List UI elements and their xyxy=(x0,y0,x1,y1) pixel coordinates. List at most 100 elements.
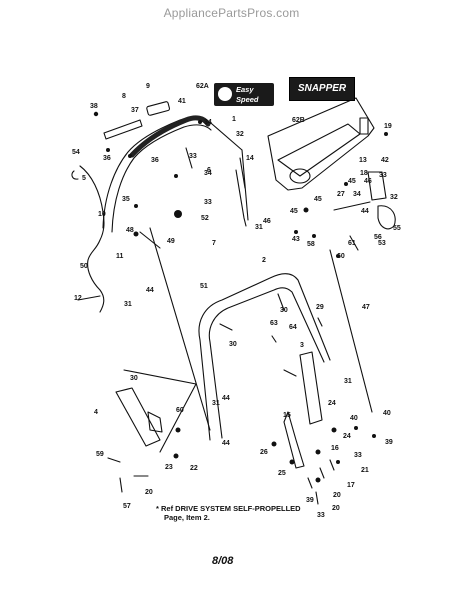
callout-33: 33 xyxy=(379,172,387,179)
callout-43: 43 xyxy=(292,236,300,243)
callout-57: 57 xyxy=(123,503,131,510)
callout-53: 53 xyxy=(378,240,386,247)
bolt-30c xyxy=(283,369,297,377)
callout-59: 59 xyxy=(96,451,104,458)
callout-8: 8 xyxy=(122,93,126,100)
bolt-12 xyxy=(77,295,101,301)
callout-30: 30 xyxy=(280,307,288,314)
callout-36: 36 xyxy=(151,157,159,164)
reference-note-line2: Page, Item 2. xyxy=(164,513,210,522)
handle-cap xyxy=(146,101,171,116)
control-console xyxy=(267,97,375,191)
rod-14 xyxy=(239,157,246,189)
bolt-20b xyxy=(319,467,325,479)
lever-27 xyxy=(333,201,371,211)
callout-44: 44 xyxy=(146,287,154,294)
callout-42: 42 xyxy=(381,157,389,164)
callout-33: 33 xyxy=(204,199,212,206)
nut-43 xyxy=(294,230,298,234)
callout-60: 60 xyxy=(337,253,345,260)
callout-45: 45 xyxy=(314,196,322,203)
easy-speed-logo-icon xyxy=(218,87,232,101)
upper-handle xyxy=(102,116,243,233)
bolt-17 xyxy=(329,459,335,471)
callout-40: 40 xyxy=(350,415,358,422)
callout-51: 51 xyxy=(200,283,208,290)
callout-44: 44 xyxy=(222,440,230,447)
callout-45: 45 xyxy=(290,208,298,215)
handle-bracket-3 xyxy=(299,351,323,425)
callout-34: 34 xyxy=(353,191,361,198)
bolt-29 xyxy=(317,317,323,327)
callout-27: 27 xyxy=(337,191,345,198)
callout-3: 3 xyxy=(300,342,304,349)
callout-44: 44 xyxy=(222,395,230,402)
callout-26: 26 xyxy=(260,449,268,456)
callout-29: 29 xyxy=(316,304,324,311)
bolt-30b xyxy=(219,323,233,331)
lower-handle xyxy=(198,273,331,441)
nut-24 xyxy=(331,427,337,433)
callout-13: 13 xyxy=(359,157,367,164)
bracket-23 xyxy=(147,411,163,433)
callout-32: 32 xyxy=(236,131,244,138)
callout-7: 7 xyxy=(212,240,216,247)
callout-17: 17 xyxy=(347,482,355,489)
callout-4: 4 xyxy=(94,409,98,416)
callout-16: 16 xyxy=(331,445,339,452)
nut-22 xyxy=(173,453,179,459)
callout-49: 49 xyxy=(167,238,175,245)
bracket-4b xyxy=(123,369,197,453)
badge-easy-line2: Speed xyxy=(236,95,259,104)
nut-36b xyxy=(128,154,132,158)
callout-52: 52 xyxy=(201,215,209,222)
callout-54: 54 xyxy=(72,149,80,156)
nut-38 xyxy=(93,111,99,117)
nut-48 xyxy=(133,231,139,237)
callout-31: 31 xyxy=(124,301,132,308)
bracket-13 xyxy=(367,171,387,201)
nut-36a xyxy=(106,148,110,152)
callout-24: 24 xyxy=(328,400,336,407)
badge-easy-line1: Easy xyxy=(236,85,254,94)
callout-9: 9 xyxy=(146,83,150,90)
bolt-33-bottom xyxy=(315,491,319,505)
callout-6: 6 xyxy=(207,167,211,174)
nut-40 xyxy=(354,426,358,430)
callout-35: 35 xyxy=(122,196,130,203)
nut-45a xyxy=(303,207,309,213)
callout-31: 31 xyxy=(255,224,263,231)
callout-20: 20 xyxy=(145,489,153,496)
nut-16 xyxy=(315,449,321,455)
callout-20: 20 xyxy=(333,492,341,499)
callout-19: 19 xyxy=(384,123,392,130)
nut-60a xyxy=(336,254,340,258)
handle-grip xyxy=(129,115,211,158)
callout-24: 24 xyxy=(343,433,351,440)
rod-49 xyxy=(139,231,161,249)
callout-47: 47 xyxy=(362,304,370,311)
reference-note-line1: * Ref DRIVE SYSTEM SELF-PROPELLED xyxy=(156,504,301,513)
callout-55: 55 xyxy=(393,225,401,232)
callout-38: 38 xyxy=(90,103,98,110)
nut-34b xyxy=(174,174,178,178)
callout-34: 34 xyxy=(204,170,212,177)
callout-30: 30 xyxy=(130,375,138,382)
callout-34: 34 xyxy=(204,119,212,126)
lever-55 xyxy=(377,205,396,230)
bolt-59 xyxy=(107,457,121,463)
callout-20: 20 xyxy=(332,505,340,512)
callout-11: 11 xyxy=(116,253,124,260)
cable-loop-54 xyxy=(71,170,79,180)
control-cable xyxy=(79,165,105,313)
nut-58 xyxy=(312,234,316,238)
callout-36: 36 xyxy=(103,155,111,162)
nut-20a xyxy=(289,459,295,465)
rod-6 xyxy=(185,147,193,169)
rod-51 xyxy=(149,227,211,431)
console-knob xyxy=(289,168,311,184)
callout-22: 22 xyxy=(190,465,198,472)
callout-33: 33 xyxy=(189,153,197,160)
callout-10: 10 xyxy=(98,211,106,218)
